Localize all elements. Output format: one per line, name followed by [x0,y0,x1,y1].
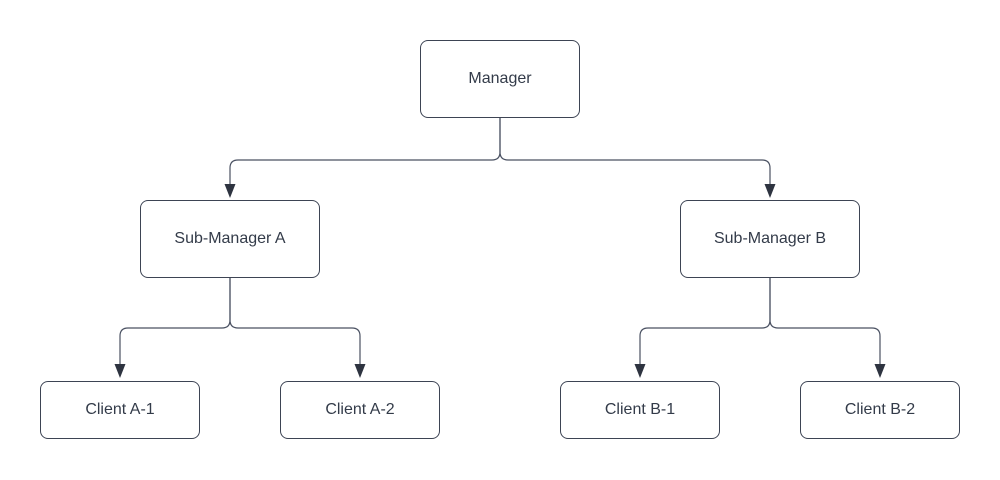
edge-sub-manager-a-to-client-a1 [114,278,231,378]
node-sub-manager-a[interactable]: Sub-Manager A [140,200,320,278]
edge-manager-to-sub-manager-b [499,118,776,198]
node-client-a2[interactable]: Client A-2 [280,381,440,439]
edge-line [639,278,771,366]
node-client-b1[interactable]: Client B-1 [560,381,720,439]
node-client-a1[interactable]: Client A-1 [40,381,200,439]
edge-line [229,278,361,366]
node-label: Client A-2 [325,401,395,419]
node-manager[interactable]: Manager [420,40,580,118]
node-label: Client B-2 [844,401,916,419]
node-label: Sub-Manager A [174,230,286,248]
edge-manager-to-sub-manager-a [224,118,501,198]
arrowhead-down-icon [764,184,776,198]
edge-sub-manager-b-to-client-b1 [634,278,771,378]
edge-line [769,278,881,366]
edge-sub-manager-b-to-client-b2 [769,278,886,378]
node-label: Client B-1 [604,401,676,419]
node-client-b2[interactable]: Client B-2 [800,381,960,439]
edge-line [499,118,771,186]
arrowhead-down-icon [114,364,126,378]
arrowhead-down-icon [224,184,236,198]
node-sub-manager-b[interactable]: Sub-Manager B [680,200,860,278]
edge-line [229,118,501,186]
node-label: Manager [468,70,532,88]
arrowhead-down-icon [354,364,366,378]
node-label: Client A-1 [85,401,155,419]
edge-line [119,278,231,366]
arrowhead-down-icon [874,364,886,378]
edge-sub-manager-a-to-client-a2 [229,278,366,378]
arrowhead-down-icon [634,364,646,378]
node-label: Sub-Manager B [713,230,827,248]
